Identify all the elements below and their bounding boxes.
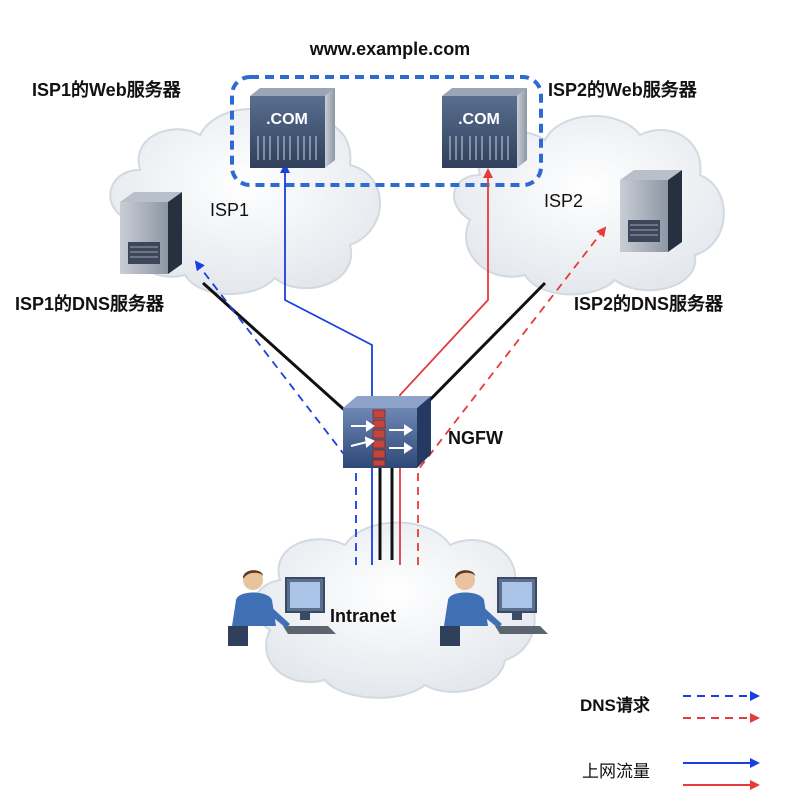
user-workstation-right-icon: [440, 570, 548, 646]
isp2-dns-server-label: ISP2的DNS服务器: [574, 293, 724, 314]
isp1-dns-request-path: [194, 260, 357, 565]
ngfw-firewall-icon: [343, 396, 431, 468]
isp1-dns-server-label: ISP1的DNS服务器: [15, 293, 165, 314]
isp2-traffic-path: [399, 168, 493, 565]
isp2-cloud-label: ISP2: [544, 191, 583, 211]
ngfw-label: NGFW: [448, 428, 503, 448]
isp2-dns-request-path: [417, 226, 607, 565]
legend-internet-traffic-label: 上网流量: [582, 762, 650, 781]
isp1-web-server-icon: .COM: [250, 88, 335, 168]
legend: DNS请求 上网流量: [580, 691, 760, 790]
intranet-cloud: [253, 521, 536, 699]
intranet-label: Intranet: [330, 606, 396, 626]
isp2-web-server-icon: .COM: [442, 88, 527, 168]
domain-label: www.example.com: [309, 39, 470, 59]
isp1-web-com-badge: .COM: [266, 111, 308, 128]
user-workstation-left-icon: [228, 570, 336, 646]
isp2-dns-server-icon: [620, 170, 682, 252]
legend-dns-request-label: DNS请求: [580, 695, 650, 715]
website-group-box: [230, 75, 543, 187]
isp1-web-server-label: ISP1的Web服务器: [32, 79, 182, 100]
isp2-web-server-label: ISP2的Web服务器: [548, 79, 698, 100]
isp1-uplink: [201, 281, 352, 417]
isp2-uplink: [418, 281, 547, 412]
isp1-dns-server-icon: [120, 192, 182, 274]
isp1-cloud-label: ISP1: [210, 200, 249, 220]
isp2-web-com-badge: .COM: [458, 111, 500, 128]
